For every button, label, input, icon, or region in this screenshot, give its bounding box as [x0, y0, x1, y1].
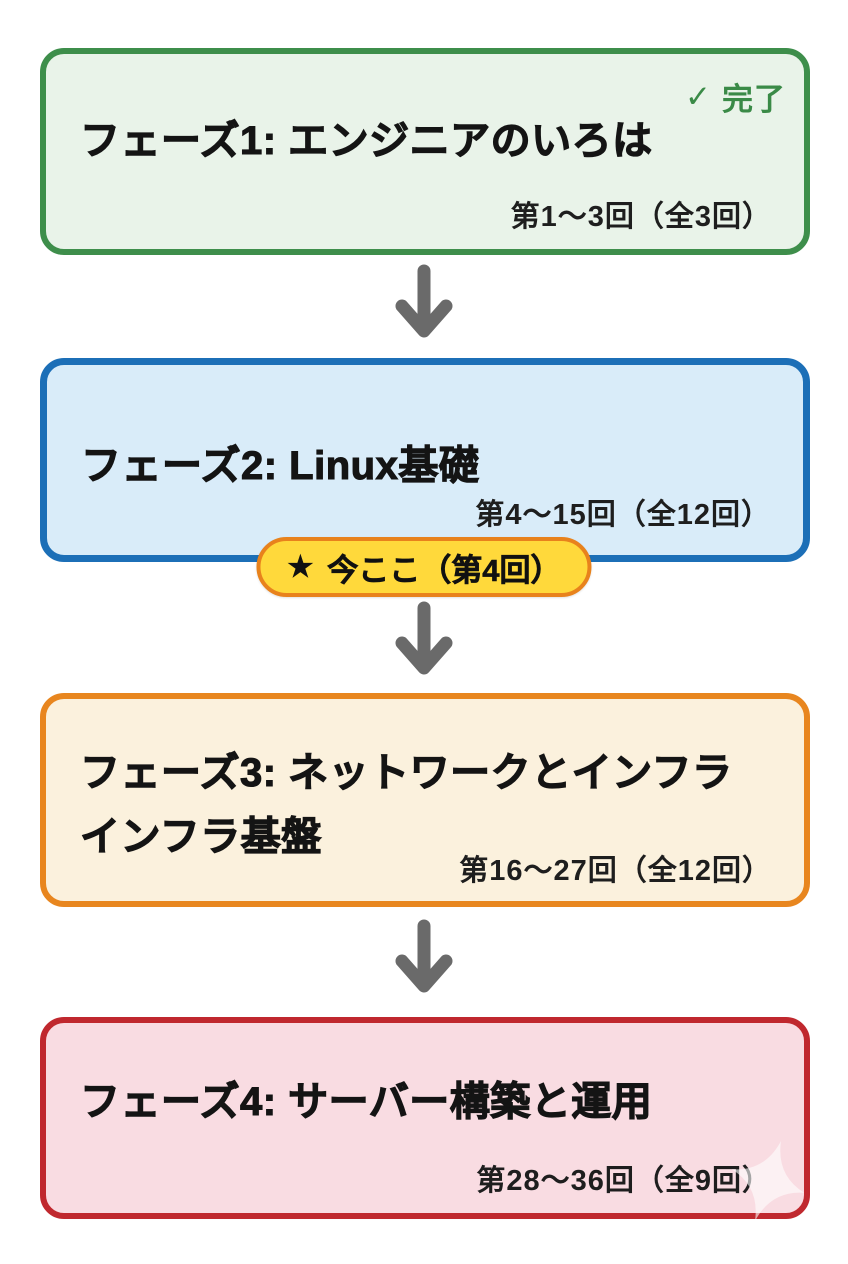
- star-icon: ★: [286, 549, 315, 585]
- phase-1-title: フェーズ1: エンジニアのいろは: [79, 118, 653, 163]
- phase-2-title: フェーズ2: Linux基礎: [80, 443, 480, 488]
- phase-3-title: フェーズ3: ネットワークとインフラ インフラ基盤: [79, 741, 780, 869]
- down-arrow-icon: [395, 919, 453, 993]
- current-position-badge: ★ 今ここ（第4回）: [256, 537, 592, 597]
- phase-3-card: フェーズ3: ネットワークとインフラ インフラ基盤 第16〜27回（全12回）: [40, 693, 810, 907]
- phase-2-card: フェーズ2: Linux基礎 第4〜15回（全12回）: [40, 358, 810, 562]
- completed-badge-label: 完了: [722, 82, 786, 117]
- phase-4-title: フェーズ4: サーバー構築と運用: [79, 1079, 653, 1124]
- phase-4-session-range: 第28〜36回（全9回）: [476, 1165, 772, 1197]
- phase-4-card: フェーズ4: サーバー構築と運用 第28〜36回（全9回）: [40, 1017, 810, 1221]
- check-icon: ✓: [685, 78, 712, 114]
- down-arrow-icon: [395, 601, 453, 675]
- completed-badge: ✓ 完了: [685, 74, 786, 119]
- sparkle-watermark-icon: [731, 1141, 805, 1221]
- phase-1-card: ✓ 完了 フェーズ1: エンジニアのいろは 第1〜3回（全3回）: [40, 48, 810, 255]
- phase-1-session-range: 第1〜3回（全3回）: [510, 201, 772, 233]
- phase-3-title-line-2: インフラ基盤: [79, 814, 322, 859]
- down-arrow-icon: [395, 264, 453, 338]
- phase-2-session-range: 第4〜15回（全12回）: [475, 499, 771, 531]
- phase-3-title-line-1: フェーズ3: ネットワークとインフラ: [79, 750, 733, 795]
- current-position-badge-label: 今ここ（第4回）: [327, 552, 562, 588]
- phase-3-session-range: 第16〜27回（全12回）: [459, 855, 772, 887]
